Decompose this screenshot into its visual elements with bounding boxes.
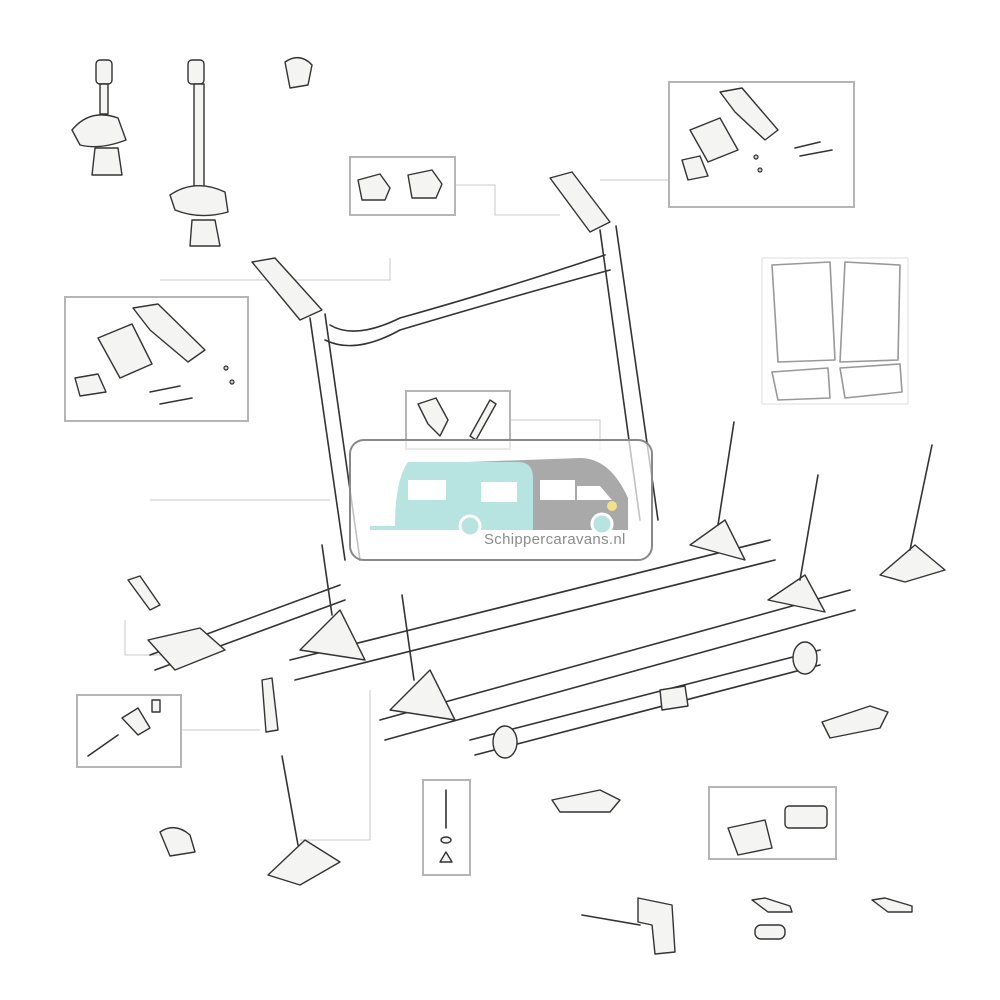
parts-box-bolt: [422, 779, 471, 876]
cover-plate: [821, 705, 889, 739]
bolt-kit: [439, 789, 453, 863]
end-cap: [357, 173, 391, 201]
knob: [284, 57, 313, 89]
cover-plate: [551, 789, 621, 813]
parts-box-lock-cover: [708, 786, 837, 860]
hinge-kit-left: [74, 303, 235, 405]
end-cap: [407, 169, 443, 199]
tension-strap: [261, 677, 279, 733]
parts-box-pin: [76, 694, 182, 768]
lock-cover-kit: [727, 805, 828, 856]
watermark-text: Schippercaravans.nl: [484, 531, 626, 548]
hinge-kit-right: [681, 87, 833, 181]
clamp-strip: [469, 399, 497, 441]
watermark-logo: [349, 439, 653, 561]
frame-holder-arm-short: [71, 59, 127, 176]
protection-pads: [771, 261, 903, 401]
rotary-knob: [159, 827, 196, 857]
license-plate-holder: [581, 897, 676, 955]
parts-box-pads: [761, 257, 909, 405]
pin-kit: [87, 699, 161, 757]
clamp-loose: [127, 575, 161, 611]
leader-lines: [124, 179, 670, 841]
parts-box-top-right: [668, 81, 855, 208]
keys-and-lock: [751, 897, 913, 940]
parts-box-end-caps: [349, 156, 456, 216]
frame-holder-arm-long: [169, 59, 229, 247]
parts-box-left: [64, 296, 249, 422]
clamp: [417, 397, 449, 437]
wheel-holders: [267, 421, 946, 886]
